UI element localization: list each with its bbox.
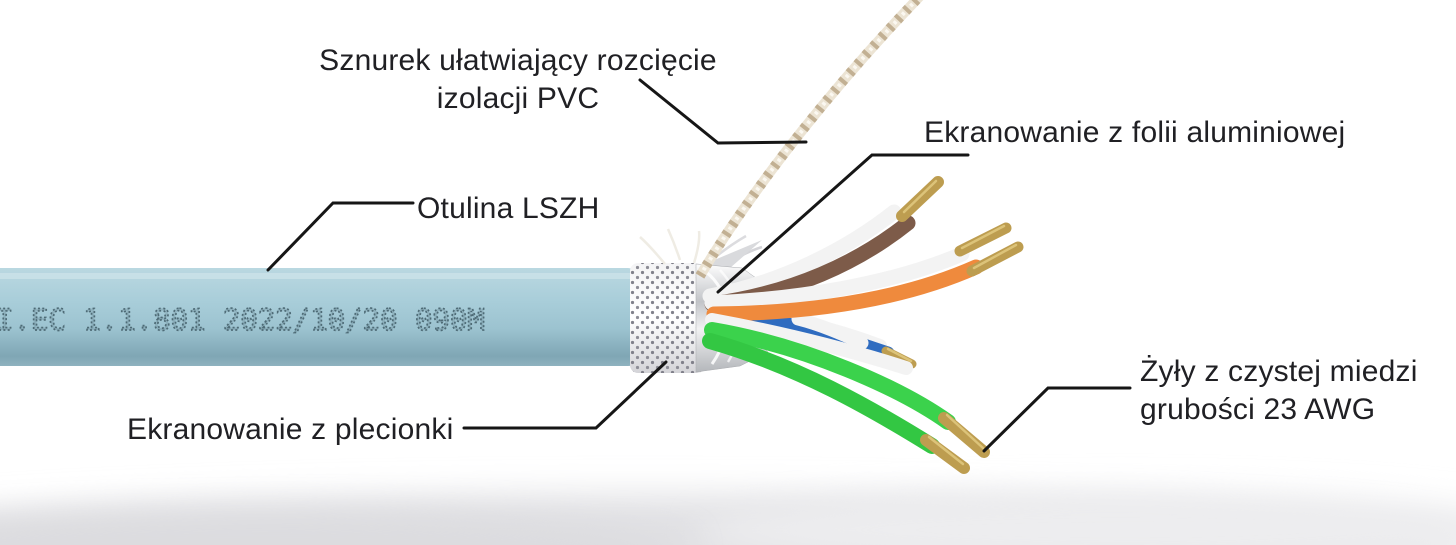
leader-conductors xyxy=(982,386,1132,453)
label-rip-cord-line2: izolacji PVC xyxy=(436,82,600,115)
copper-tip-orange-2-highlight xyxy=(972,243,1018,270)
copper-tip-green-1-highlight xyxy=(945,413,985,450)
label-rip-cord-line1: Sznurek ułatwiający rozcięcie xyxy=(319,44,717,77)
blue-pair-twist xyxy=(791,312,869,350)
copper-tip-orange-1 xyxy=(954,222,1012,257)
copper-tip-orange-2 xyxy=(966,241,1024,277)
label-conductors-line1: Żyły z czystej miedzi xyxy=(1140,355,1418,388)
copper-tip-brown-highlight xyxy=(902,179,938,214)
label-braid: Ekranowanie z plecionki xyxy=(127,413,454,446)
label-conductors: Żyły z czystej miedzi grubości 23 AWG xyxy=(1140,353,1418,429)
leader-lines xyxy=(266,78,1132,453)
leader-braid xyxy=(462,360,668,430)
rip-cord xyxy=(695,0,924,279)
label-foil: Ekranowanie z folii aluminiowej xyxy=(924,116,1346,149)
wire-pair-orange xyxy=(704,222,1024,322)
label-jacket: Otulina LSZH xyxy=(417,192,600,225)
jacket-highlight xyxy=(0,273,634,279)
label-conductors-line2: grubości 23 AWG xyxy=(1140,393,1376,426)
copper-tip-blue-highlight xyxy=(886,347,913,363)
green-pair-white-wire xyxy=(705,313,913,375)
green-pair-wire-upper xyxy=(704,322,956,430)
green-pair-wire-lower xyxy=(702,333,940,454)
copper-tip-orange-1-highlight xyxy=(960,224,1006,250)
orange-pair-orange-wire xyxy=(706,259,984,322)
leader-jacket xyxy=(266,201,415,272)
leader-foil xyxy=(716,153,970,294)
cable-jacket: I.EC 1.1.801 2022/10/20 090M xyxy=(0,268,638,366)
cable-print-text: I.EC 1.1.801 2022/10/20 090M xyxy=(0,303,485,337)
wire-pair-green xyxy=(702,313,990,474)
floor-shadow xyxy=(0,492,1456,545)
leader-rip-cord xyxy=(638,78,808,145)
copper-tip-brown xyxy=(896,176,944,222)
orange-pair-white-wire xyxy=(704,246,970,311)
copper-tip-green-2-highlight xyxy=(927,435,965,466)
copper-tip-green-1 xyxy=(938,412,990,458)
label-rip-cord: Sznurek ułatwiający rozcięcie izolacji P… xyxy=(258,42,778,118)
brown-pair-white-wire xyxy=(702,204,902,304)
copper-tip-green-2 xyxy=(920,434,970,474)
